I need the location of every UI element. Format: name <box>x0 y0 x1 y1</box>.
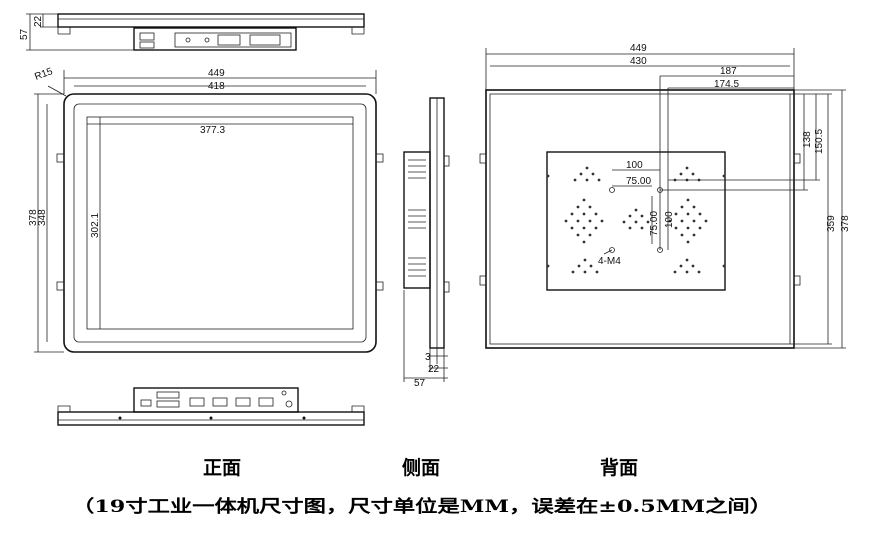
front-dim-348: 348 <box>37 209 48 226</box>
back-dim-174-5: 174.5 <box>714 79 739 90</box>
front-view-label: 正面 <box>203 457 241 479</box>
side-view-label: 侧面 <box>402 457 440 479</box>
front-outer-frame <box>63 93 377 353</box>
front-dim-378: 378 <box>28 209 39 226</box>
front-screen <box>86 116 354 330</box>
bottom-view-ports <box>140 390 293 408</box>
side-dim-57: 57 <box>414 378 426 389</box>
back-vent-holes <box>546 166 726 274</box>
back-dim-430: 430 <box>630 56 647 67</box>
front-dim-449: 449 <box>208 68 225 79</box>
back-vesa-100-v: 100 <box>664 211 675 228</box>
back-view-label: 背面 <box>600 456 638 479</box>
top-view-body <box>57 13 365 28</box>
front-view: 449 418 377.3 R15 378 348 302.1 <box>28 66 384 353</box>
top-view: 57 22 <box>19 13 365 51</box>
back-dim-449: 449 <box>630 43 647 54</box>
back-dim-359: 359 <box>826 215 837 232</box>
top-dim-22: 22 <box>33 15 44 27</box>
top-dim-57: 57 <box>19 28 30 40</box>
drawing-caption: （19寸工业一体机尺寸图，尺寸单位是MM，误差在±0.5MM之间） <box>72 496 772 517</box>
top-view-port-panel <box>133 27 297 51</box>
front-corner-radius: R15 <box>33 66 54 83</box>
back-vesa-75-h: 75.00 <box>626 176 651 187</box>
front-dim-418: 418 <box>208 81 225 92</box>
bottom-view <box>57 387 365 426</box>
front-dim-screen-height: 302.1 <box>90 213 101 238</box>
side-dim-22: 22 <box>428 364 440 375</box>
back-dim-378: 378 <box>840 215 851 232</box>
back-vesa-75-v: 75.00 <box>649 211 660 236</box>
back-dim-138: 138 <box>802 131 813 148</box>
back-screw-spec: 4-M4 <box>598 256 621 267</box>
side-view-vents <box>408 159 426 277</box>
back-vesa-100-h: 100 <box>626 160 643 171</box>
back-outer-frame <box>485 89 795 349</box>
front-bezel <box>73 103 367 343</box>
back-vesa-plate <box>546 151 726 291</box>
back-dim-187: 187 <box>720 66 737 77</box>
back-dim-150-5: 150.5 <box>814 129 825 154</box>
bottom-view-body <box>57 411 365 426</box>
side-view: 3 22 57 <box>403 97 450 389</box>
side-dim-3: 3 <box>425 352 431 363</box>
back-view: 449 430 187 174.5 100 75.00 75.00 100 4-… <box>479 43 851 349</box>
side-view-rear-box <box>403 151 431 289</box>
front-dim-screen-width: 377.3 <box>200 125 225 136</box>
